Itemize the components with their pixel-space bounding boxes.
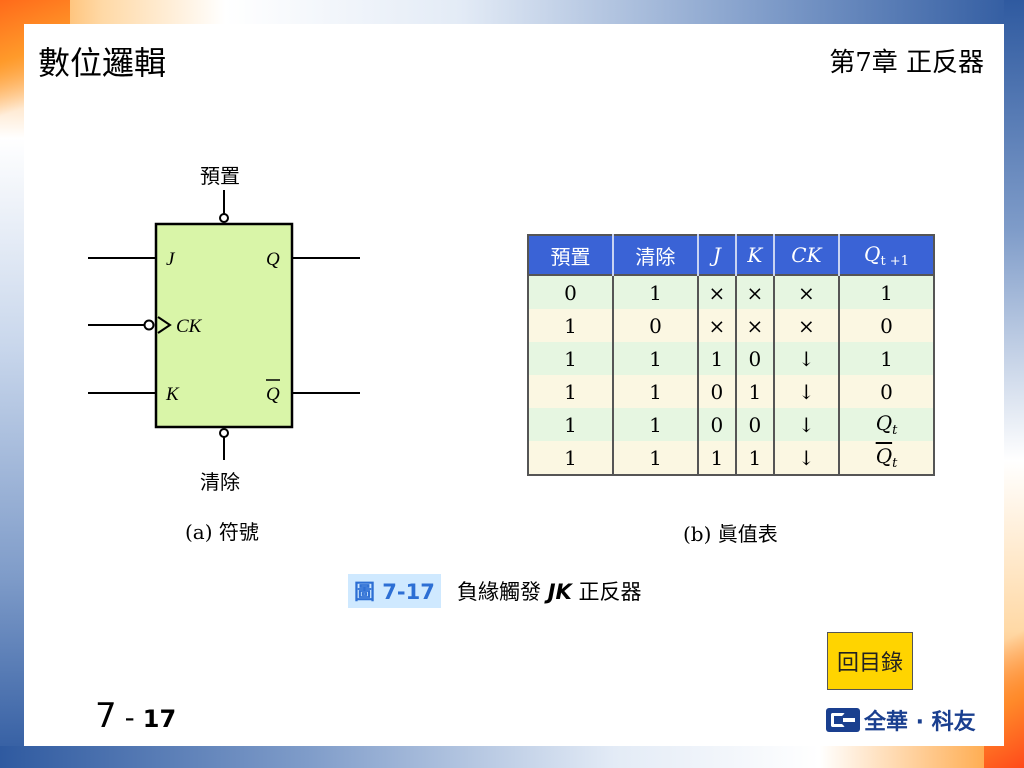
table-cell: 0 bbox=[611, 309, 698, 342]
table-cell: 1 bbox=[528, 309, 613, 342]
top-decor-band bbox=[0, 0, 1024, 24]
table-row: 1 1 0 1 ↓ 0 bbox=[528, 375, 934, 408]
header-clear: 清除 bbox=[611, 235, 698, 275]
table-cell: × bbox=[734, 309, 774, 342]
preset-bubble bbox=[219, 213, 229, 223]
right-decor-band bbox=[1004, 0, 1024, 768]
publisher-logo: 全華 · 科友 bbox=[826, 704, 976, 736]
pin-ck-label: CK bbox=[176, 316, 203, 337]
q-hold-subscript: t bbox=[892, 423, 898, 438]
table-cell: 0 bbox=[734, 342, 774, 375]
pin-j-label: J bbox=[166, 249, 176, 270]
chapter-title: 第7章 正反器 bbox=[829, 48, 984, 78]
table-cell: × bbox=[696, 274, 736, 309]
table-row: 1 1 0 0 ↓ Qt bbox=[528, 408, 934, 441]
publisher-name: 全華 · 科友 bbox=[864, 710, 976, 735]
table-cell: 1 bbox=[611, 274, 698, 309]
table-cell: ↓ bbox=[772, 408, 840, 441]
figure-title: 負緣觸發 JK 正反器 bbox=[457, 576, 641, 606]
table-row: 1 1 1 0 ↓ 1 bbox=[528, 342, 934, 375]
pin-q-label: Q bbox=[266, 249, 280, 270]
table-cell: 1 bbox=[696, 441, 736, 475]
clock-triangle-icon bbox=[157, 316, 172, 334]
ck-negation-bubble bbox=[143, 319, 155, 331]
truth-table-caption: (b) 眞值表 bbox=[683, 522, 778, 546]
table-cell: × bbox=[734, 274, 774, 309]
table-cell: 1 bbox=[528, 342, 613, 375]
preset-label: 預置 bbox=[200, 164, 240, 188]
back-to-contents-button[interactable]: 回目錄 bbox=[827, 632, 913, 690]
table-cell: 1 bbox=[734, 441, 774, 475]
table-cell-q-hold: Qt bbox=[838, 408, 934, 441]
table-cell: 0 bbox=[696, 375, 736, 408]
page-chapter: 7 bbox=[95, 696, 117, 736]
truth-table-header-row: 預置 清除 J K CK Qt +1 bbox=[528, 235, 934, 275]
header-k: K bbox=[734, 235, 774, 275]
table-row: 1 0 × × × 0 bbox=[528, 309, 934, 342]
table-cell: 0 bbox=[528, 274, 613, 309]
table-row: 1 1 1 1 ↓ Qt bbox=[528, 441, 934, 475]
figure-title-jk: JK bbox=[547, 580, 572, 604]
book-title: 數位邏輯 bbox=[38, 44, 167, 82]
q-toggle-letter: Q bbox=[875, 444, 893, 468]
figure-title-suffix: 正反器 bbox=[578, 580, 642, 604]
figure-title-prefix: 負緣觸發 bbox=[457, 580, 541, 604]
table-cell: 0 bbox=[838, 309, 934, 342]
table-cell: 1 bbox=[528, 408, 613, 441]
q-hold-letter: Q bbox=[875, 411, 893, 435]
table-cell: 0 bbox=[838, 375, 934, 408]
table-cell: 1 bbox=[611, 342, 698, 375]
table-cell: 1 bbox=[528, 441, 613, 475]
table-cell: 1 bbox=[611, 408, 698, 441]
pin-qbar-label: Q bbox=[266, 384, 280, 405]
table-cell-q-toggle: Qt bbox=[838, 441, 934, 475]
clear-bubble bbox=[219, 428, 229, 438]
table-cell: 0 bbox=[734, 408, 774, 441]
table-cell: ↓ bbox=[772, 342, 840, 375]
table-cell: 1 bbox=[696, 342, 736, 375]
truth-table: 預置 清除 J K CK Qt +1 0 1 × × × 1 1 0 × × ×… bbox=[527, 234, 935, 476]
table-cell: × bbox=[772, 309, 840, 342]
header-q-subscript: t +1 bbox=[880, 253, 909, 269]
header-q-next: Qt +1 bbox=[838, 235, 934, 275]
table-cell: 1 bbox=[611, 441, 698, 475]
page-separator: - bbox=[124, 701, 135, 734]
figure-number: 圖 7-17 bbox=[348, 574, 441, 608]
header-preset: 預置 bbox=[528, 235, 613, 275]
pin-k-label: K bbox=[165, 384, 180, 405]
table-cell: ↓ bbox=[772, 375, 840, 408]
header-j: J bbox=[696, 235, 736, 275]
header-ck: CK bbox=[772, 235, 840, 275]
symbol-caption: (a) 符號 bbox=[185, 520, 259, 544]
publisher-mark-icon bbox=[826, 708, 860, 732]
table-cell: × bbox=[772, 274, 840, 309]
table-cell: 1 bbox=[528, 375, 613, 408]
table-cell: × bbox=[696, 309, 736, 342]
clear-label: 清除 bbox=[200, 470, 240, 494]
header-q-letter: Q bbox=[864, 241, 881, 266]
table-row: 0 1 × × × 1 bbox=[528, 274, 934, 309]
table-cell: 1 bbox=[838, 274, 934, 309]
table-cell: ↓ bbox=[772, 441, 840, 475]
table-cell: 1 bbox=[611, 375, 698, 408]
flipflop-box bbox=[154, 222, 294, 429]
q-toggle-subscript: t bbox=[892, 456, 898, 471]
bottom-decor-band bbox=[0, 746, 1024, 768]
page-number: 7-17 bbox=[95, 696, 176, 736]
table-cell: 1 bbox=[838, 342, 934, 375]
page-index: 17 bbox=[142, 705, 177, 733]
table-cell: 0 bbox=[696, 408, 736, 441]
table-cell: 1 bbox=[734, 375, 774, 408]
jk-flipflop-symbol: J CK K Q Q bbox=[88, 190, 360, 460]
